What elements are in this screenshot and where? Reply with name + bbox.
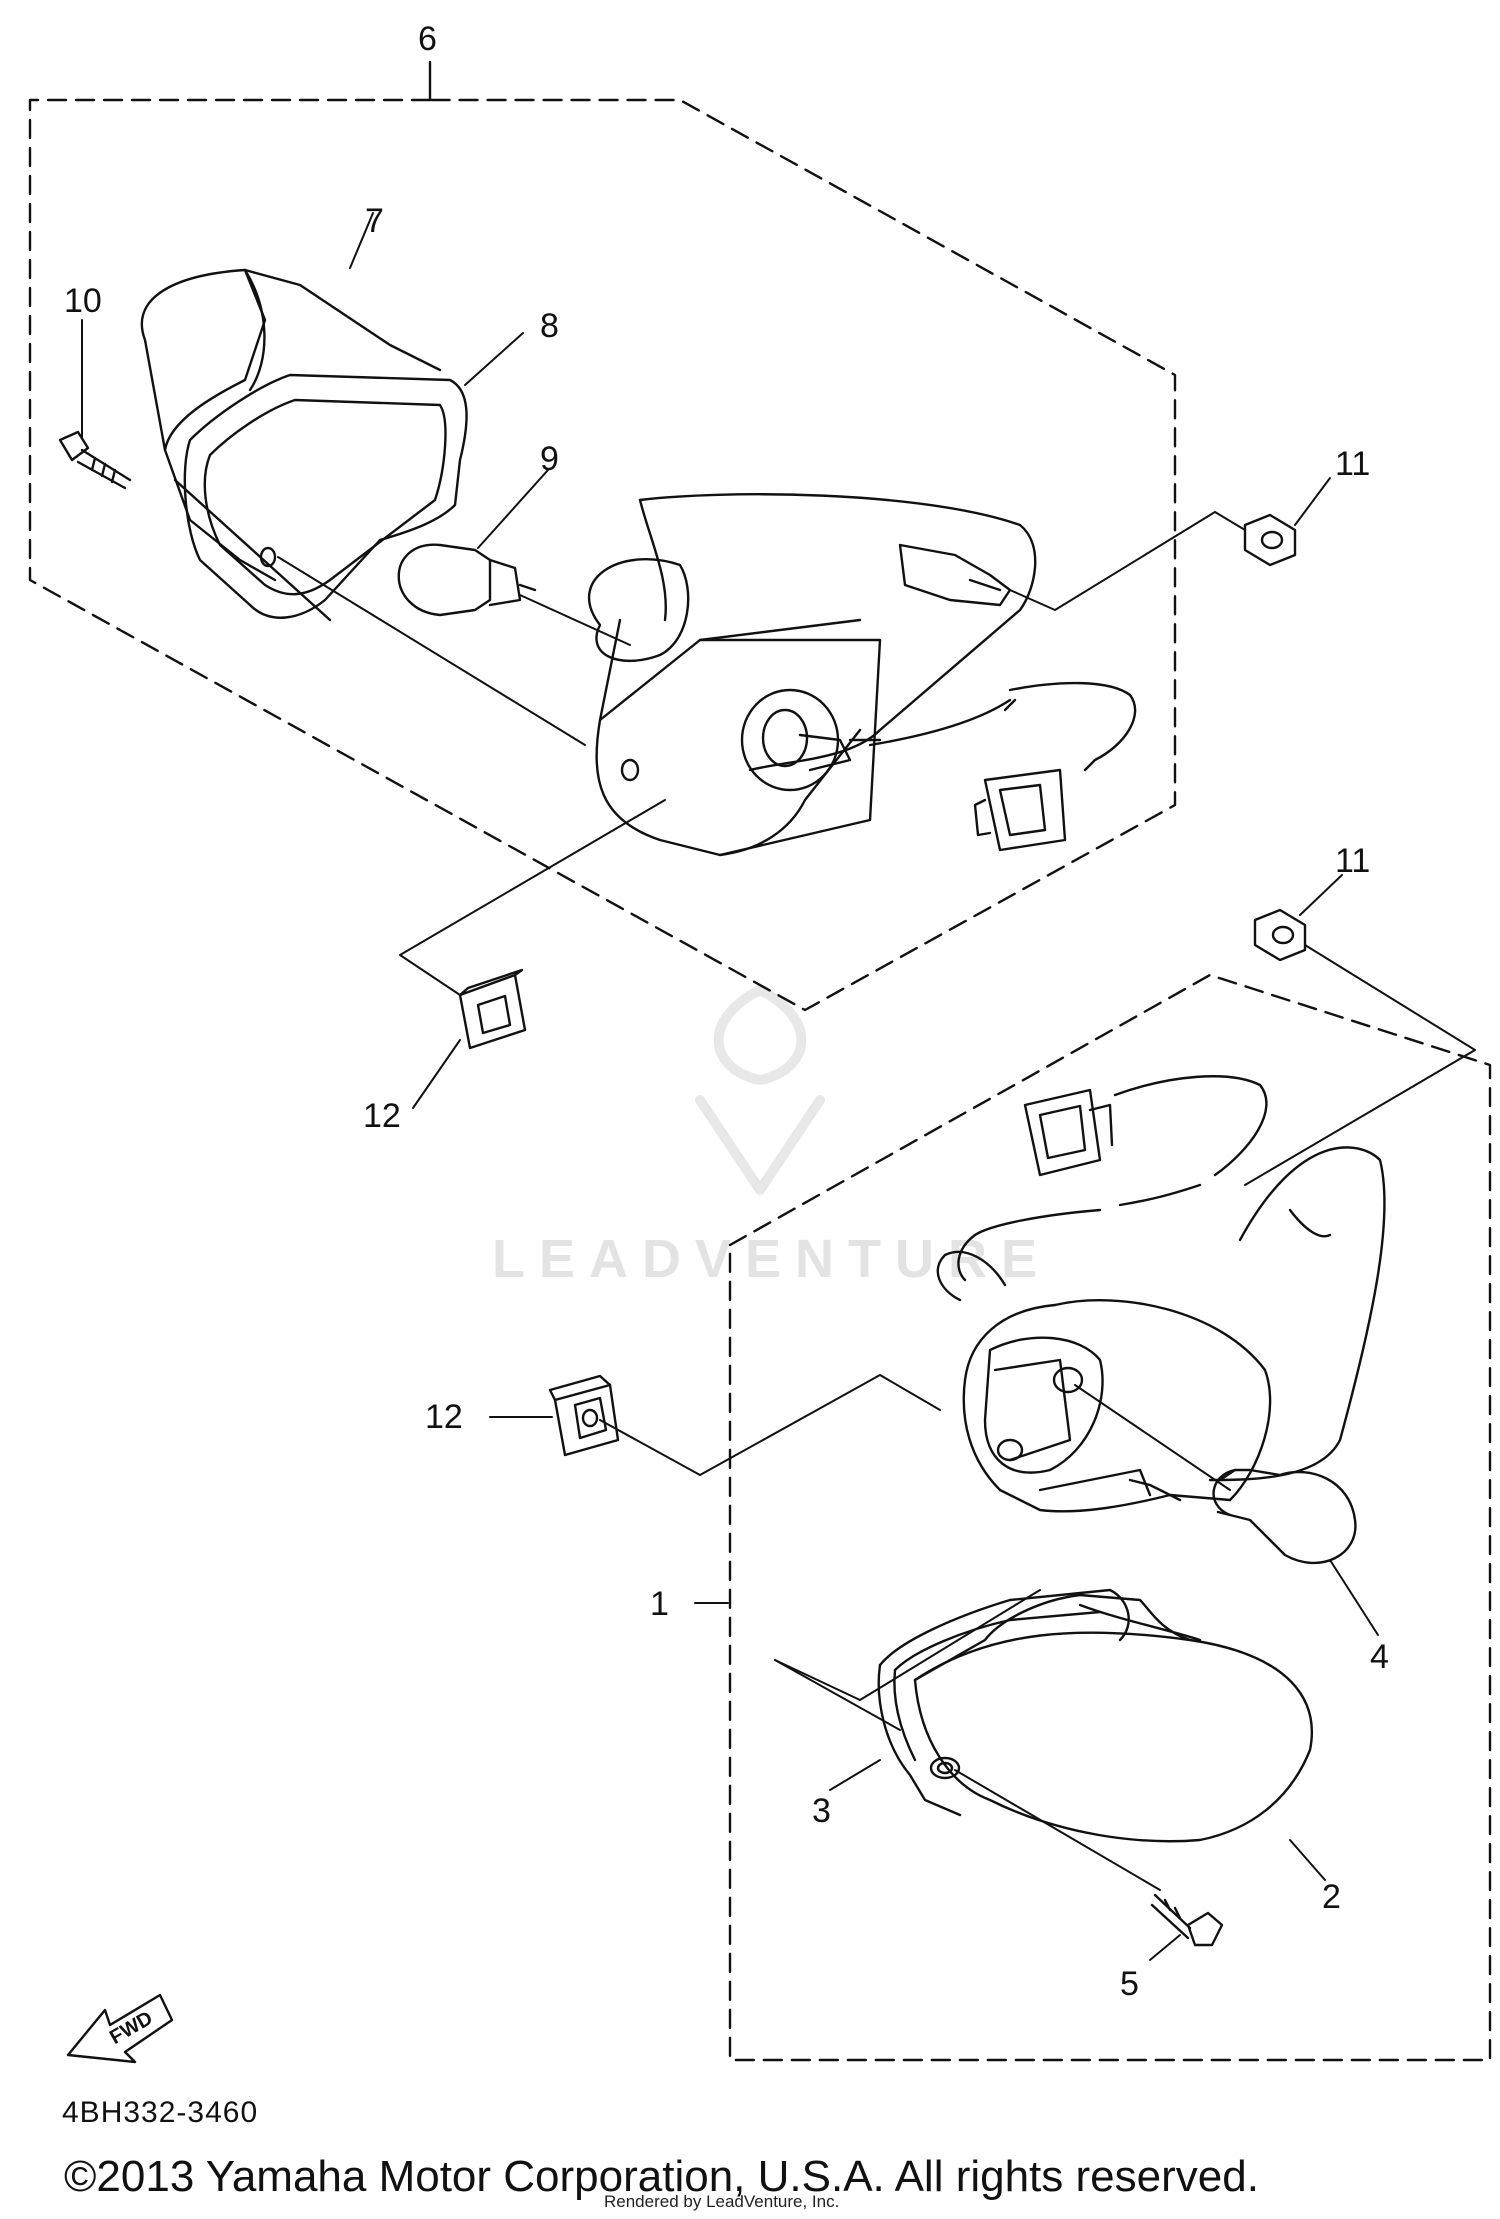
screw-upper (58, 430, 132, 490)
screw-lower (1150, 1893, 1224, 1947)
callout-7: 7 (365, 202, 384, 240)
callout-5: 5 (1120, 1965, 1139, 2003)
harness-lower (957, 1075, 1268, 1282)
housing-upper (587, 493, 1037, 857)
harness-upper (868, 681, 1137, 852)
group-boundary-lower (728, 973, 1492, 2062)
watermark-text: LEADVENTURE (492, 1229, 1052, 1289)
leader-lines-upper (81, 212, 1331, 1109)
bulb-upper (397, 543, 537, 617)
callout-12-lower: 12 (425, 1398, 463, 1436)
gasket-lower (877, 1588, 1130, 1817)
callout-1: 1 (650, 1585, 669, 1623)
nut-upper-11 (1243, 513, 1297, 567)
group-boundary-upper (28, 98, 1177, 1012)
copyright-text: ©2013 Yamaha Motor Corporation, U.S.A. A… (64, 2152, 1259, 2201)
gasket-upper (183, 373, 468, 619)
callout-9: 9 (540, 440, 559, 478)
part-code: 4BH332-3460 (62, 2096, 259, 2129)
callout-4: 4 (1370, 1638, 1389, 1676)
clip-upper-12 (458, 968, 527, 1050)
leader-lines-lower (489, 874, 1476, 1961)
clip-lower-12 (548, 1374, 620, 1457)
callout-11-upper: 11 (1335, 445, 1370, 483)
callout-3: 3 (812, 1792, 831, 1830)
fwd-arrow-icon: FWD (66, 1993, 174, 2064)
rendered-by-text: Rendered by LeadVenture, Inc. (604, 2192, 840, 2211)
callout-11-lower: 11 (1335, 842, 1370, 880)
bulb-lower (1212, 1468, 1357, 1565)
lens-upper (140, 268, 442, 622)
callout-8: 8 (540, 307, 559, 345)
callout-10: 10 (64, 282, 102, 320)
lens-lower (913, 1593, 1313, 1843)
nut-lower-11 (1253, 908, 1307, 962)
watermark-logo (695, 985, 825, 1195)
callout-6: 6 (418, 20, 437, 58)
callout-2: 2 (1322, 1878, 1341, 1916)
callout-12-upper: 12 (363, 1097, 401, 1135)
housing-lower (936, 1146, 1386, 1513)
